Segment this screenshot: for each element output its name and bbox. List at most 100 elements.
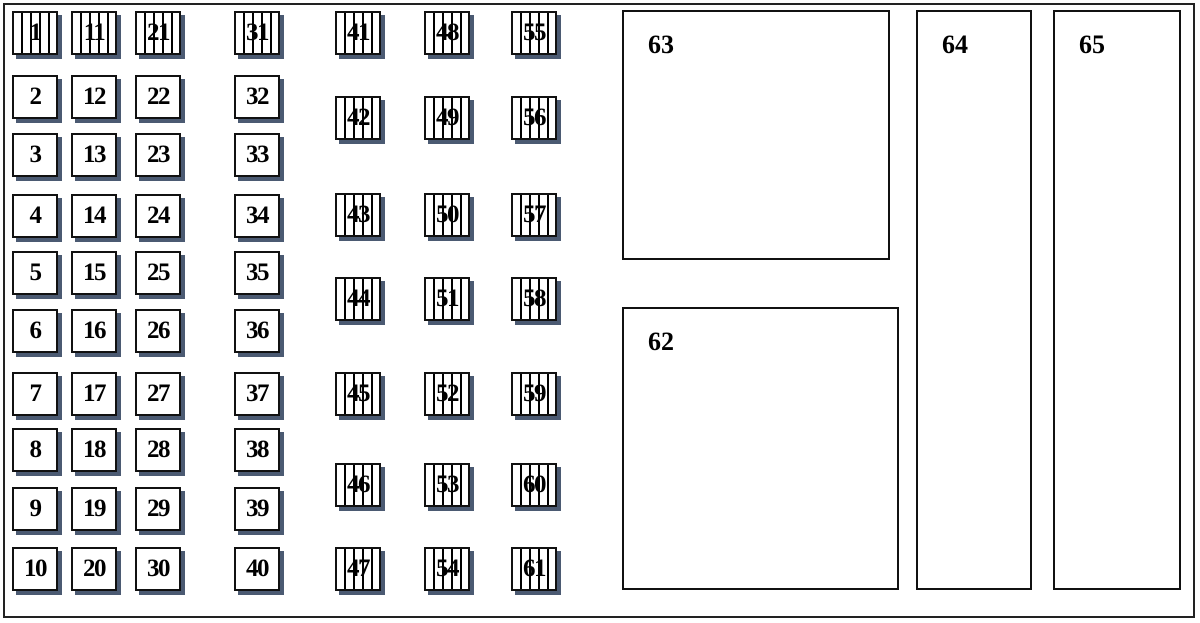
fuse-label: 35	[246, 259, 270, 286]
fuse-label: 20	[83, 555, 107, 582]
fuse-46: 46	[335, 463, 381, 507]
fuse-label: 6	[29, 317, 43, 344]
fuse-11: 11	[71, 11, 117, 55]
fuse-2: 2	[12, 75, 58, 119]
fuse-label: 3	[29, 141, 43, 168]
fuse-label: 19	[83, 495, 107, 522]
fuse-label: 14	[83, 202, 107, 229]
fuse-label: 31	[246, 19, 270, 46]
fuse-55: 55	[511, 11, 557, 55]
fuse-label: 17	[83, 380, 107, 407]
fuse-label: 41	[347, 19, 371, 46]
fuse-label: 23	[147, 141, 171, 168]
relay-65: 65	[1053, 10, 1181, 590]
fuse-label: 53	[436, 471, 460, 498]
fuse-label: 7	[29, 380, 43, 407]
fuse-label: 49	[436, 104, 460, 131]
fuse-24: 24	[135, 194, 181, 238]
fuse-14: 14	[71, 194, 117, 238]
fuse-label: 22	[147, 83, 171, 110]
fuse-8: 8	[12, 428, 58, 472]
fuse-13: 13	[71, 133, 117, 177]
fuse-label: 4	[29, 202, 43, 229]
fuse-3: 3	[12, 133, 58, 177]
fuse-label: 50	[436, 201, 460, 228]
fuse-label: 51	[436, 285, 460, 312]
fuse-label: 44	[347, 285, 371, 312]
fuse-56: 56	[511, 96, 557, 140]
fuse-label: 42	[347, 104, 371, 131]
fuse-label: 33	[246, 141, 270, 168]
fuse-20: 20	[71, 547, 117, 591]
fuse-label: 57	[523, 201, 547, 228]
fuse-label: 46	[347, 471, 371, 498]
fuse-label: 27	[147, 380, 171, 407]
fuse-27: 27	[135, 372, 181, 416]
fuse-16: 16	[71, 309, 117, 353]
fuse-18: 18	[71, 428, 117, 472]
fuse-label: 61	[523, 555, 547, 582]
fuse-label: 48	[436, 19, 460, 46]
fuse-label: 32	[246, 83, 270, 110]
fuse-label: 29	[147, 495, 171, 522]
relay-64: 64	[916, 10, 1032, 590]
fuse-35: 35	[234, 251, 280, 295]
relay-label: 65	[1079, 30, 1105, 59]
fuse-44: 44	[335, 277, 381, 321]
fuse-label: 47	[347, 555, 371, 582]
fuse-label: 15	[83, 259, 107, 286]
fuse-25: 25	[135, 251, 181, 295]
fuse-4: 4	[12, 194, 58, 238]
fuse-57: 57	[511, 193, 557, 237]
fuse-label: 5	[29, 259, 43, 286]
fuse-10: 10	[12, 547, 58, 591]
fuse-label: 11	[83, 19, 106, 46]
fuse-label: 9	[29, 495, 43, 522]
fuse-label: 16	[83, 317, 107, 344]
fuse-41: 41	[335, 11, 381, 55]
fuse-23: 23	[135, 133, 181, 177]
relay-label: 63	[648, 30, 674, 59]
fuse-48: 48	[424, 11, 470, 55]
fuse-33: 33	[234, 133, 280, 177]
fuse-1: 1	[12, 11, 58, 55]
fuse-29: 29	[135, 487, 181, 531]
fuse-label: 55	[523, 19, 547, 46]
fuse-52: 52	[424, 372, 470, 416]
fuse-label: 38	[246, 436, 270, 463]
fuse-label: 45	[347, 380, 371, 407]
fuse-12: 12	[71, 75, 117, 119]
fuse-label: 8	[29, 436, 43, 463]
relay-63: 63	[622, 10, 890, 260]
fuse-22: 22	[135, 75, 181, 119]
fuse-label: 52	[436, 380, 460, 407]
fuse-label: 58	[523, 285, 547, 312]
fuse-label: 39	[246, 495, 270, 522]
fuse-47: 47	[335, 547, 381, 591]
fuse-label: 10	[24, 555, 48, 582]
fuse-label: 2	[29, 83, 43, 110]
relay-label: 64	[942, 30, 968, 59]
fuse-5: 5	[12, 251, 58, 295]
fuse-label: 26	[147, 317, 171, 344]
fuse-label: 40	[246, 555, 270, 582]
fuse-59: 59	[511, 372, 557, 416]
fuse-36: 36	[234, 309, 280, 353]
fuse-label: 43	[347, 201, 371, 228]
fuse-label: 54	[436, 555, 460, 582]
fuse-30: 30	[135, 547, 181, 591]
fuse-60: 60	[511, 463, 557, 507]
fuse-51: 51	[424, 277, 470, 321]
fuse-54: 54	[424, 547, 470, 591]
fuse-26: 26	[135, 309, 181, 353]
fuse-39: 39	[234, 487, 280, 531]
fuse-6: 6	[12, 309, 58, 353]
fuse-label: 28	[147, 436, 171, 463]
fuse-15: 15	[71, 251, 117, 295]
fuse-label: 21	[147, 19, 171, 46]
fuse-label: 56	[523, 104, 547, 131]
fuse-53: 53	[424, 463, 470, 507]
fuse-label: 18	[83, 436, 107, 463]
fuse-label: 30	[147, 555, 171, 582]
fuse-58: 58	[511, 277, 557, 321]
